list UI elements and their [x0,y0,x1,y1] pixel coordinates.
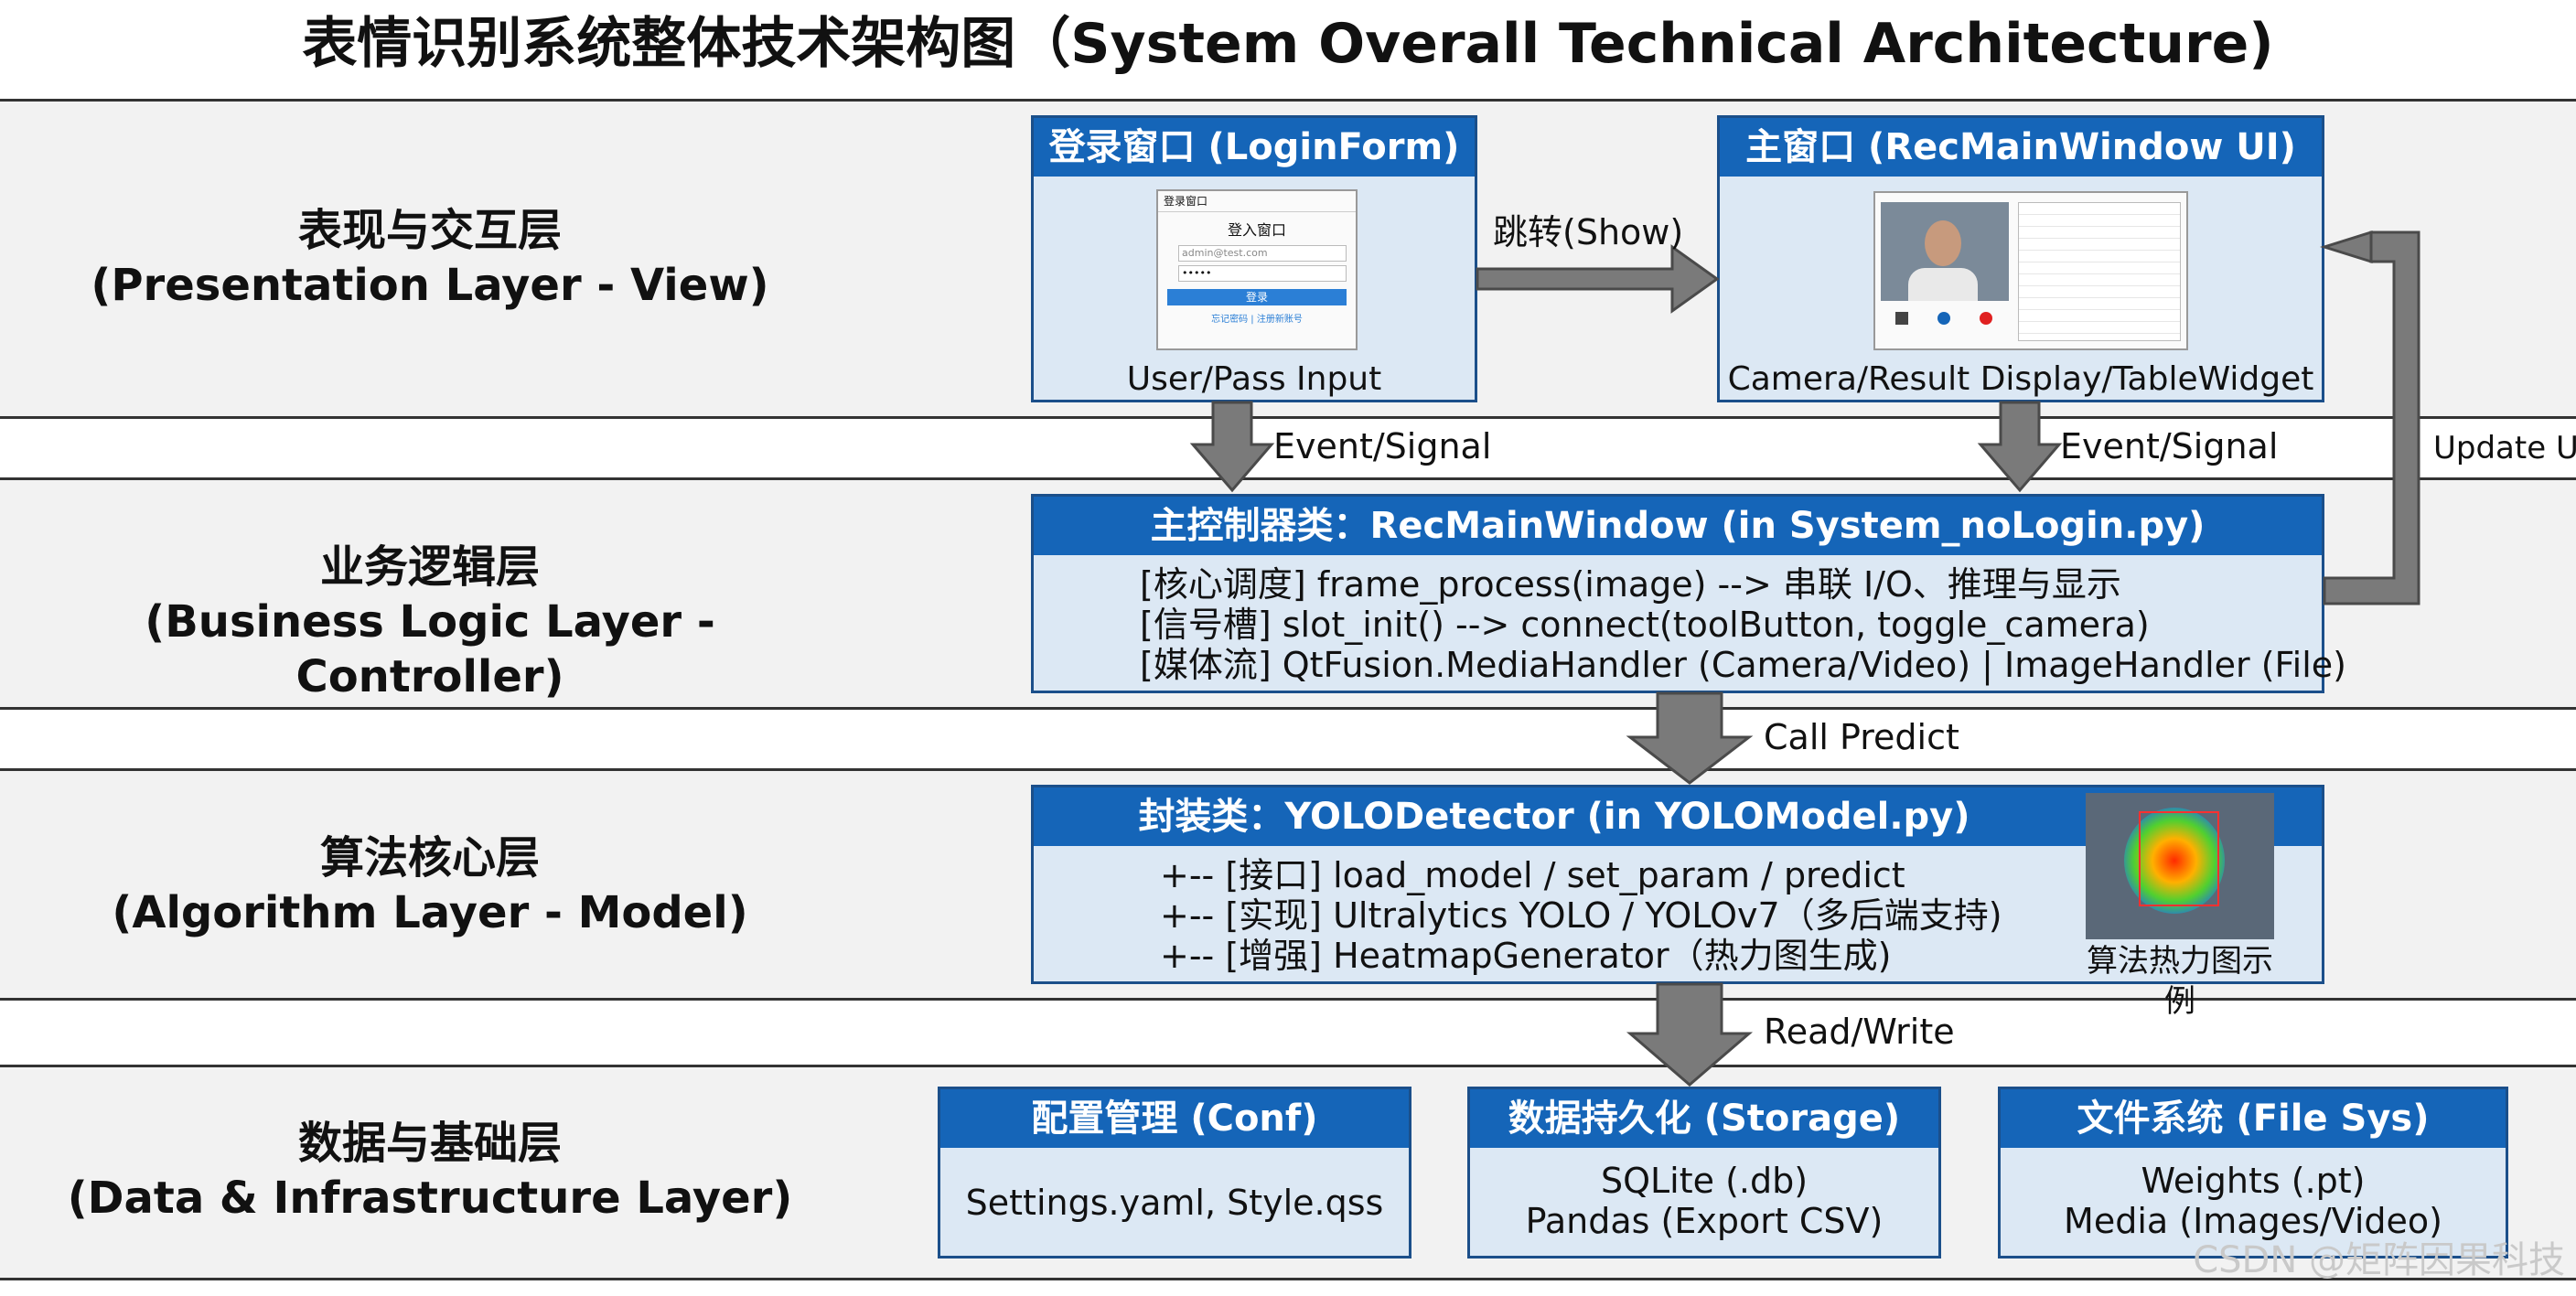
read-write-label: Read/Write [1764,1012,1955,1052]
controller-line-1: [核心调度] frame_process(image) --> 串联 I/O、推… [1140,564,2121,605]
detector-line-3: +-- [增强] HeatmapGenerator（热力图生成) [1160,936,1892,976]
detector-line-2: +-- [实现] Ultralytics YOLO / YOLOv7（多后端支持… [1160,895,2002,936]
heatmap-caption: 算法热力图示例 [2087,943,2273,1020]
controller-line-2: [信号槽] slot_init() --> connect(toolButton… [1140,605,2150,645]
main-window-caption: Camera/Result Display/TableWidget [1727,360,2314,398]
event-arrow-right [1977,401,2063,493]
call-predict-arrow [1626,691,1754,785]
data-layer-cn: 数据与基础层 [297,1118,562,1169]
storage-body: SQLite (.db) Pandas (Export CSV) [1470,1148,1938,1241]
login-mock-titlebar: 登录窗口 [1158,191,1356,212]
conf-body: Settings.yaml, Style.qss [940,1148,1409,1223]
business-layer-cn: 业务逻辑层 [319,541,540,593]
heatmap-image [2086,793,2274,939]
event-signal-left-label: Event/Signal [1273,426,1492,466]
login-form-header: 登录窗口 (LoginForm) [1034,118,1475,177]
presentation-layer-label: 表现与交互层 (Presentation Layer - View) [27,203,832,313]
algorithm-layer-en: (Algorithm Layer - Model) [112,887,748,938]
login-mock-links: 忘记密码 | 注册新账号 [1211,315,1303,325]
event-arrow-left [1189,401,1275,493]
detector-box: 封装类：YOLODetector (in YOLOModel.py) +-- [… [1031,785,2324,1020]
files-body: Weights (.pt) Media (Images/Video) [2001,1148,2506,1241]
read-write-arrow [1626,982,1754,1087]
business-layer-label: 业务逻辑层 (Business Logic Layer - Controller… [27,540,832,704]
storage-header: 数据持久化 (Storage) [1470,1089,1938,1148]
show-edge-label: 跳转(Show) [1493,212,1684,252]
main-window-header: 主窗口 (RecMainWindow UI) [1720,118,2322,177]
controller-header: 主控制器类：RecMainWindow (in System_noLogin.p… [1034,497,2322,555]
conf-line-1: Settings.yaml, Style.qss [965,1183,1384,1223]
camera-button-icon [1895,312,1908,325]
presentation-layer-en: (Presentation Layer - View) [91,260,769,311]
login-mock-password-field: ••••• [1178,265,1347,282]
main-window-box: 主窗口 (RecMainWindow UI) Camera/Result Dis… [1717,115,2324,402]
storage-line-2: Pandas (Export CSV) [1525,1201,1884,1241]
controller-lines: [核心调度] frame_process(image) --> 串联 I/O、推… [1140,564,2346,685]
files-line-1: Weights (.pt) [2141,1161,2366,1201]
person-head [1925,220,1961,266]
controller-box: 主控制器类：RecMainWindow (in System_noLogin.p… [1031,494,2346,693]
data-layer-label: 数据与基础层 (Data & Infrastructure Layer) [27,1116,832,1226]
business-layer-en: (Business Logic Layer - Controller) [145,596,715,702]
show-arrow [1476,244,1720,314]
diagram-title: 表情识别系统整体技术架构图（System Overall Technical A… [302,12,2274,76]
storage-line-1: SQLite (.db) [1600,1161,1809,1201]
call-predict-label: Call Predict [1764,717,1959,757]
login-form-box: 登录窗口 (LoginForm) 登录窗口 登入窗口 admin@test.co… [1031,115,1477,402]
stop-button-icon [1980,312,1992,325]
login-mock-button: 登录 [1167,289,1347,305]
detector-line-1: +-- [接口] load_model / set_param / predic… [1160,855,1905,895]
conf-header: 配置管理 (Conf) [940,1089,1409,1148]
face-bounding-box [2139,811,2219,906]
login-form-mock: 登录窗口 登入窗口 admin@test.com ••••• 登录 忘记密码 |… [1156,189,1358,350]
detector-lines: +-- [接口] load_model / set_param / predic… [1160,855,2002,976]
update-ui-arrow [2319,230,2420,605]
presentation-layer-cn: 表现与交互层 [297,205,562,256]
csdn-watermark: CSDN @矩阵因果科技 [2193,1239,2565,1281]
update-ui-label: Update UI [2433,430,2576,466]
algorithm-layer-cn: 算法核心层 [319,832,540,884]
login-mock-heading: 登入窗口 [1227,221,1286,239]
record-button-icon [1937,312,1950,325]
data-layer-en: (Data & Infrastructure Layer) [67,1173,793,1224]
camera-preview [1881,202,2009,301]
heatmap-blob [2124,808,2225,914]
main-window-mock [1873,191,2188,350]
login-mock-user-field: admin@test.com [1178,245,1347,262]
algorithm-layer-label: 算法核心层 (Algorithm Layer - Model) [27,830,832,940]
result-table [2018,202,2181,341]
files-header: 文件系统 (File Sys) [2001,1089,2506,1148]
login-form-caption: User/Pass Input [1126,360,1382,398]
conf-box: 配置管理 (Conf) Settings.yaml, Style.qss [938,1087,1411,1259]
storage-box: 数据持久化 (Storage) SQLite (.db) Pandas (Exp… [1467,1087,1941,1259]
files-box: 文件系统 (File Sys) Weights (.pt) Media (Ima… [1998,1087,2508,1259]
person-body [1908,268,1978,301]
controller-line-3: [媒体流] QtFusion.MediaHandler (Camera/Vide… [1140,645,2346,685]
files-line-2: Media (Images/Video) [2064,1201,2442,1241]
event-signal-right-label: Event/Signal [2060,426,2279,466]
